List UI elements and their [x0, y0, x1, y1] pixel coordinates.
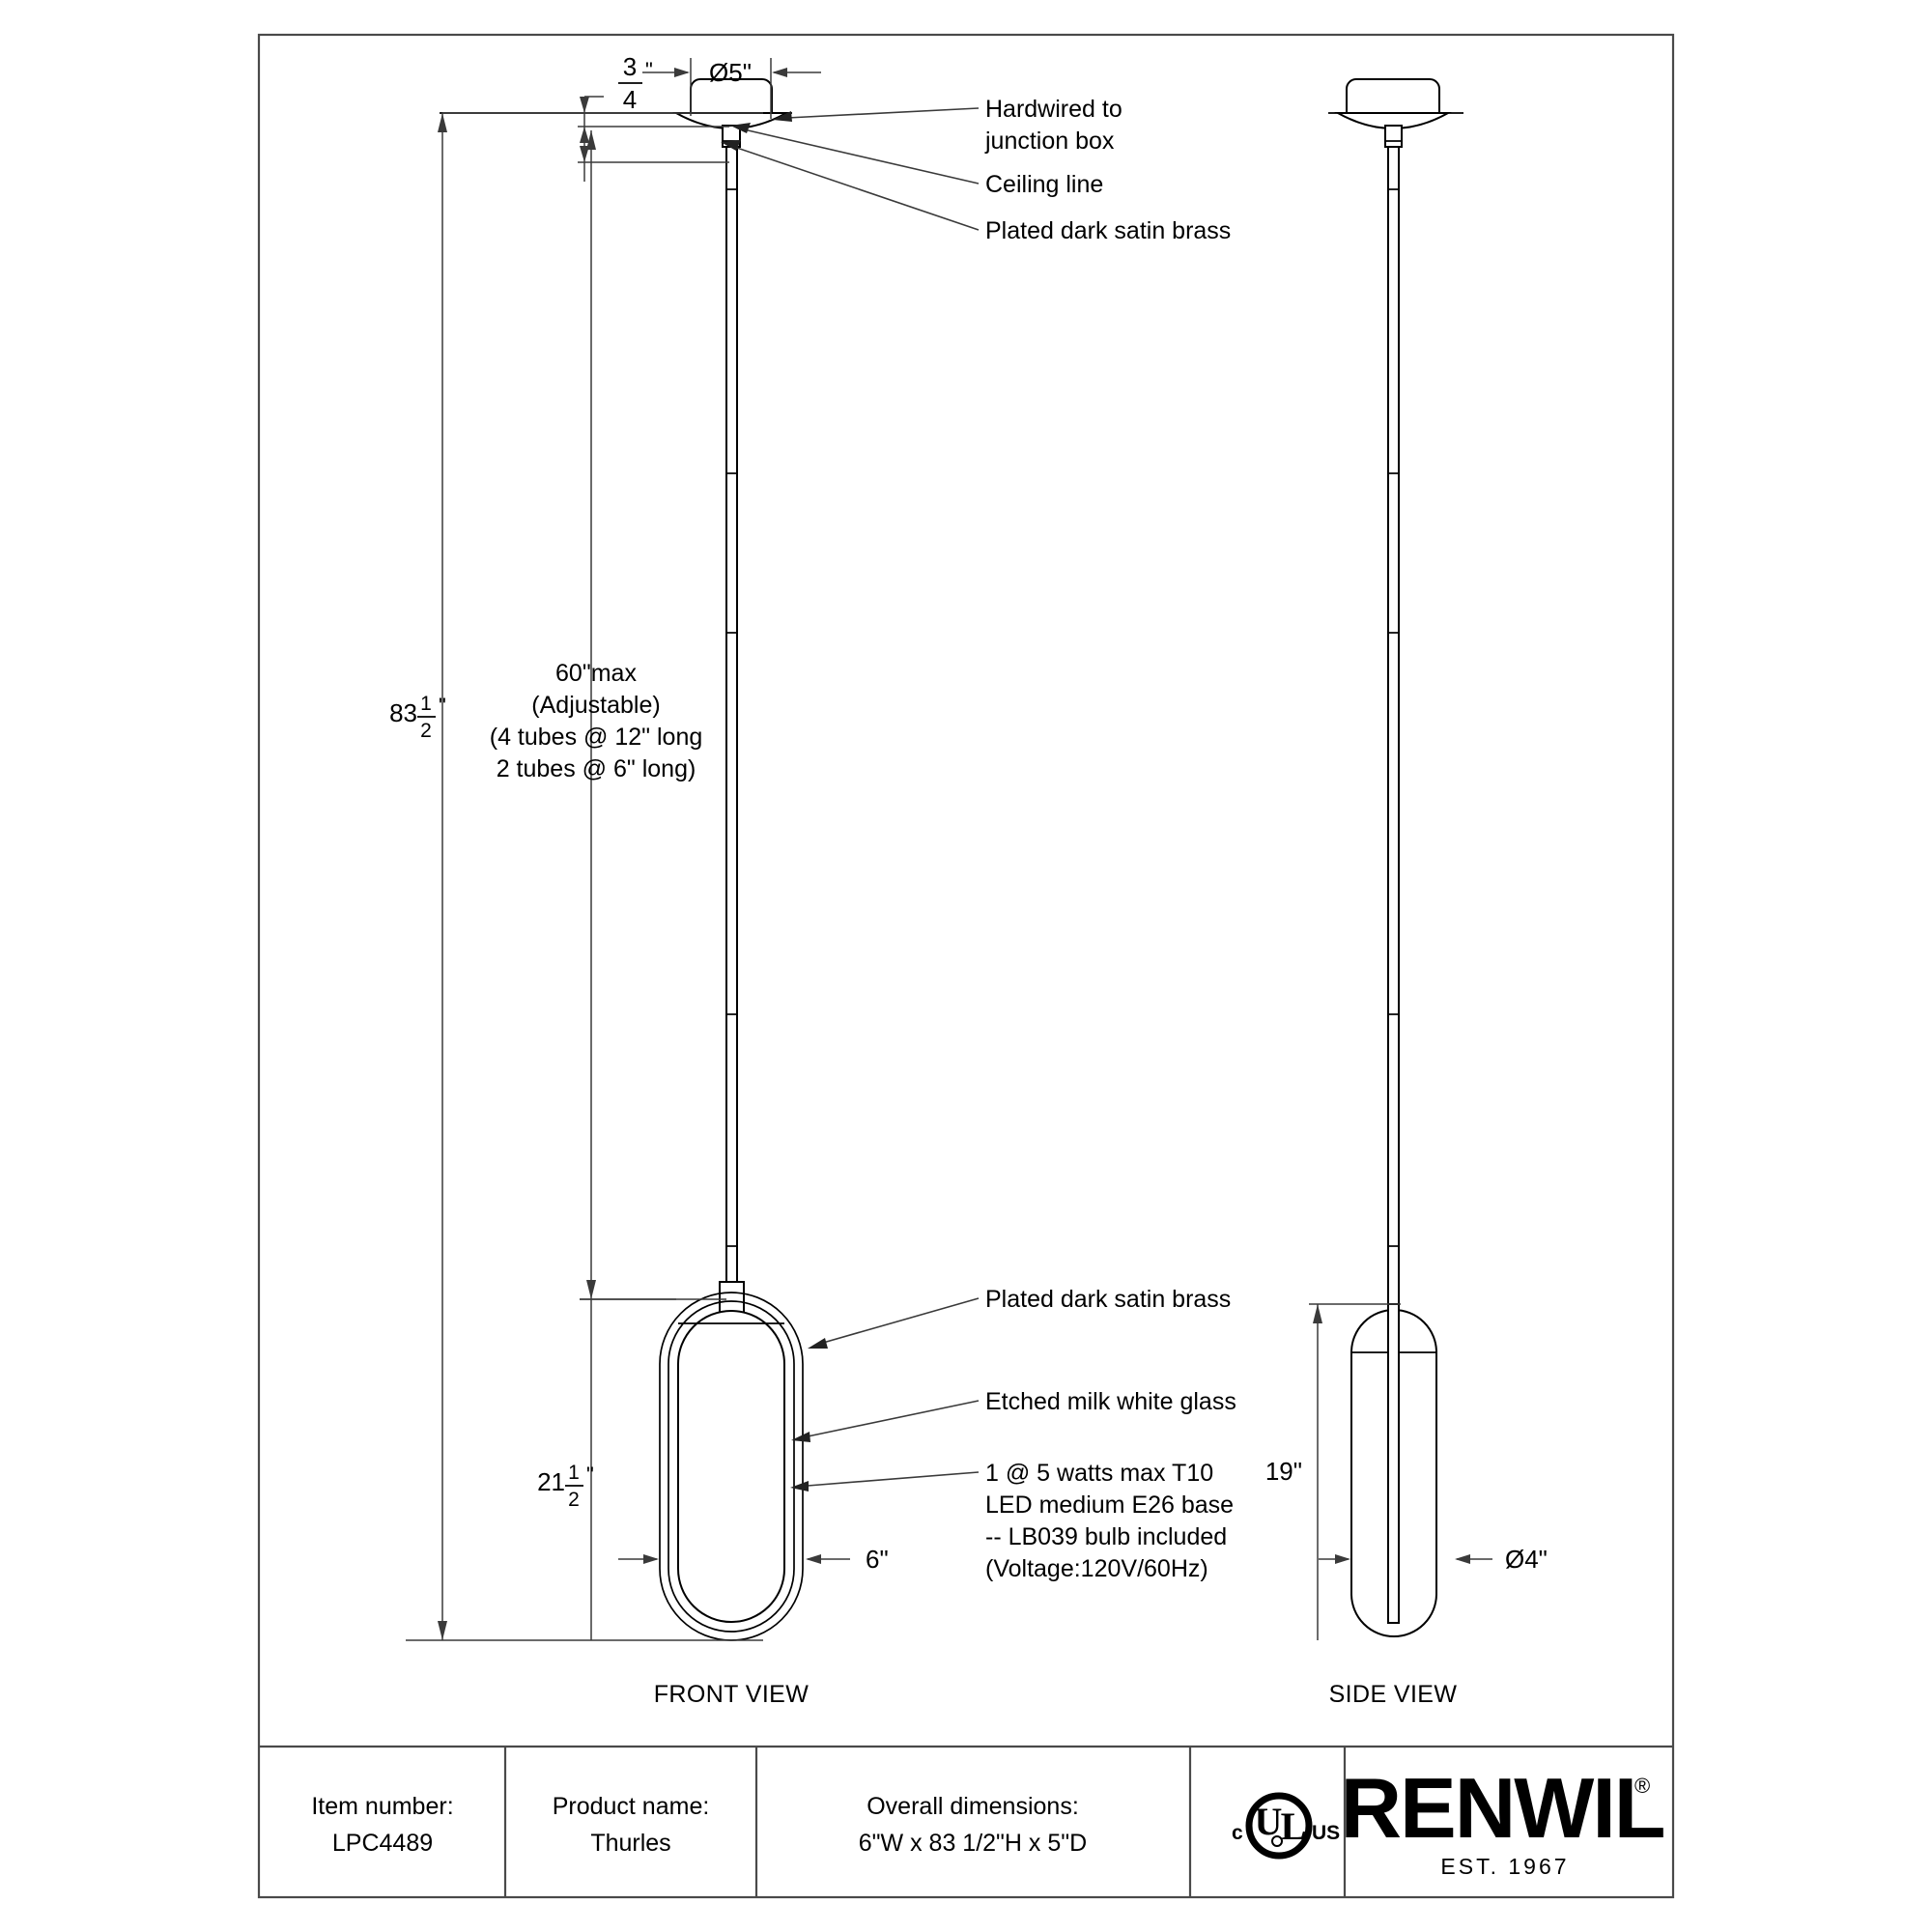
note-drop-line2: (Adjustable) — [531, 692, 660, 719]
ul-letter-l: L — [1281, 1804, 1307, 1848]
dim-shade-height-num: 1 — [568, 1462, 580, 1484]
downrod-side — [1387, 146, 1400, 1305]
leader-glass — [807, 1400, 980, 1437]
item-number-label: Item number: — [311, 1793, 453, 1820]
note-drop-line1: 60"max — [555, 660, 637, 687]
dim-shade-height-den: 2 — [568, 1489, 580, 1511]
ul-listed-icon: c U L US — [1232, 1792, 1340, 1860]
leader-plated-bottom — [822, 1297, 980, 1344]
sheet-border — [257, 33, 1675, 1899]
stem-collar-side — [1384, 125, 1403, 148]
canopy-box-side — [1346, 78, 1440, 114]
note-hardwired-line1: Hardwired to — [985, 96, 1122, 123]
shade-outer-ring — [659, 1292, 804, 1641]
note-drop-line3: (4 tubes @ 12" long — [490, 724, 703, 751]
brand-wordmark: RENWIL — [1340, 1760, 1663, 1856]
dim-arrow-side-dia-left — [1335, 1554, 1350, 1564]
note-bulb-line2: LED medium E26 base — [985, 1492, 1234, 1519]
note-bulb-line3: -- LB039 bulb included — [985, 1523, 1227, 1550]
ul-suffix-us: US — [1312, 1822, 1340, 1844]
note-hardwired-line2: junction box — [984, 128, 1115, 155]
leader-plated-top — [733, 146, 980, 231]
brand-registered-icon: ® — [1634, 1774, 1650, 1798]
dim-overall-height-whole: 83 — [389, 698, 417, 727]
front-view-top-notes: Hardwired to junction box Ceiling line P… — [721, 96, 1231, 244]
leader-arrow-plated-bottom — [808, 1338, 828, 1349]
dim-shade-height-whole: 21 — [537, 1467, 565, 1496]
renwil-logo: RENWIL ® EST. 1967 — [1340, 1760, 1665, 1879]
note-glass: Etched milk white glass — [985, 1388, 1236, 1415]
dim-arrow-dia-left — [674, 68, 690, 77]
dim-arrow-canopy-a — [580, 97, 589, 113]
front-view-geometry — [440, 78, 804, 1641]
dim-arrow-side-dia-right — [1455, 1554, 1470, 1564]
product-name-value: Thurles — [590, 1830, 670, 1857]
leader-bulb — [807, 1471, 980, 1487]
leader-arrow-bulb — [790, 1481, 809, 1492]
dim-arrow-side-top — [1313, 1304, 1322, 1323]
note-ceiling-line: Ceiling line — [985, 171, 1103, 198]
dim-side-diameter-label: Ø4" — [1505, 1545, 1548, 1574]
note-drop-line4: 2 tubes @ 6" long) — [497, 755, 696, 782]
overall-dimensions-label: Overall dimensions: — [867, 1793, 1079, 1820]
front-view-dimensions: 83 1 2 " 3 4 " Ø5" 60"max (Adjustable) — [389, 52, 889, 1641]
shade-outer-ring-inner — [668, 1300, 795, 1633]
leader-arrow-plated-top — [721, 140, 741, 151]
leader-ceiling — [743, 128, 980, 185]
dim-arrow-overall-bottom — [438, 1621, 447, 1640]
internal-rod-side — [1387, 1303, 1400, 1624]
note-bulb-line4: (Voltage:120V/60Hz) — [985, 1555, 1208, 1582]
leader-arrow-hardwired — [773, 111, 792, 122]
dim-canopy-height-num: 3 — [623, 52, 637, 81]
item-number-value: LPC4489 — [332, 1830, 433, 1857]
side-view-geometry — [1328, 78, 1463, 1637]
dim-arrow-width-right — [806, 1554, 821, 1564]
downrod-front — [725, 146, 738, 1305]
dim-arrow-canopy-c — [580, 146, 589, 162]
overall-dimensions-value: 6"W x 83 1/2"H x 5"D — [859, 1830, 1087, 1857]
note-plated-top: Plated dark satin brass — [985, 217, 1231, 244]
dim-arrow-dia-right — [772, 68, 787, 77]
dim-arrow-canopy-b — [580, 127, 589, 143]
dim-canopy-height-unit: " — [645, 58, 653, 82]
dim-arrow-drop-bottom — [586, 1280, 596, 1299]
side-view-label: SIDE VIEW — [1329, 1681, 1458, 1708]
dim-canopy-diameter-label: Ø5" — [709, 58, 752, 87]
side-view-dimensions: 19" Ø4" — [1265, 1303, 1548, 1640]
dim-shade-height-unit: " — [586, 1463, 594, 1487]
front-view-label: FRONT VIEW — [654, 1681, 809, 1708]
note-plated-bottom: Plated dark satin brass — [985, 1286, 1231, 1313]
leader-arrow-ceiling — [730, 123, 751, 133]
glass-capsule-front — [677, 1310, 785, 1623]
front-view-bottom-notes: Plated dark satin brass Etched milk whit… — [790, 1286, 1236, 1582]
dim-overall-height-unit: " — [439, 694, 446, 718]
leader-hardwired — [786, 107, 980, 119]
product-name-label: Product name: — [553, 1793, 710, 1820]
dim-canopy-height-den: 4 — [623, 85, 637, 114]
dim-arrow-overall-top — [438, 113, 447, 132]
dim-side-height-label: 19" — [1265, 1457, 1302, 1486]
dim-shade-width-label: 6" — [866, 1545, 889, 1574]
ul-prefix-c: c — [1232, 1822, 1243, 1844]
leader-arrow-glass — [791, 1432, 810, 1442]
dim-overall-height-den: 2 — [420, 720, 432, 742]
dim-arrow-drop-top — [586, 130, 596, 150]
brand-est-line: EST. 1967 — [1440, 1854, 1569, 1879]
dim-arrow-width-left — [643, 1554, 659, 1564]
note-bulb-line1: 1 @ 5 watts max T10 — [985, 1460, 1213, 1487]
title-block: Item number: LPC4489 Product name: Thurl… — [311, 1760, 1665, 1879]
dim-overall-height-num: 1 — [420, 693, 432, 715]
